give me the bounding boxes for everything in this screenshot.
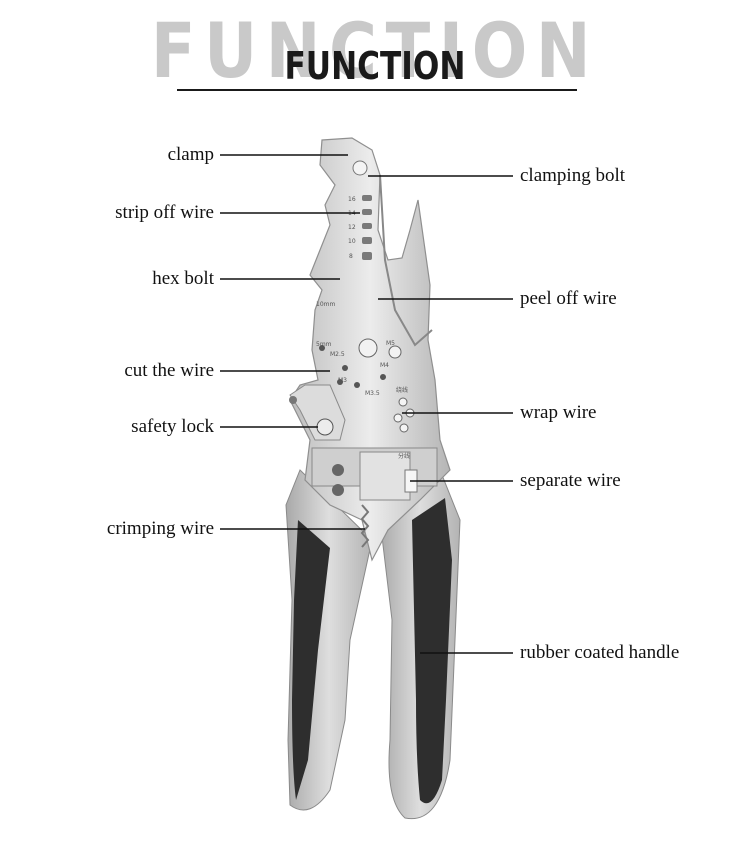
label-clamping-bolt: clamping bolt xyxy=(520,165,626,186)
wrap-holes xyxy=(393,397,415,433)
label-safety-lock: safety lock xyxy=(131,416,214,437)
title-underline xyxy=(177,89,577,91)
label-crimping-wire: crimping wire xyxy=(106,518,214,539)
label-rubber-coated-handle: rubber coated handle xyxy=(520,642,680,663)
marking-wrap: 绕线 xyxy=(396,386,408,394)
left-handle-rubber xyxy=(292,520,330,800)
crimp-teeth xyxy=(360,504,370,548)
label-cut-the-wire: cut the wire xyxy=(124,360,214,381)
label-hex-bolt: hex bolt xyxy=(152,268,214,289)
label-peel-off-wire: peel off wire xyxy=(520,288,617,309)
marking-m3-5: M3.5 xyxy=(365,390,380,397)
marking-12: 12 xyxy=(348,224,356,231)
label-wrap-wire: wrap wire xyxy=(520,402,597,423)
label-clamp: clamp xyxy=(167,144,214,165)
marking-5mm: 5mm xyxy=(316,341,332,348)
jaw-blade xyxy=(379,174,433,347)
marking-separate: 分线 xyxy=(398,452,410,460)
right-handle-rubber xyxy=(412,498,452,804)
strip-notches xyxy=(362,195,372,260)
marking-m2-5: M2.5 xyxy=(330,351,345,358)
title-block: FUNCTION FUNCTION xyxy=(0,0,750,100)
marking-10: 10 xyxy=(348,238,356,245)
marking-16: 16 xyxy=(348,196,356,203)
marking-m5: M5 xyxy=(386,340,395,347)
label-strip-off-wire: strip off wire xyxy=(115,202,214,223)
page-title: FUNCTION xyxy=(284,44,466,88)
title-background-text: FUNCTION xyxy=(150,6,600,95)
clamping-bolt xyxy=(352,160,368,176)
marking-m3: M3 xyxy=(338,377,347,384)
safety-lock-knob xyxy=(316,418,334,436)
marking-10mm: 10mm xyxy=(316,301,335,308)
leader-lines xyxy=(220,154,513,654)
marking-m4: M4 xyxy=(380,362,389,369)
bolt-holes xyxy=(319,338,402,388)
marking-8: 8 xyxy=(349,253,353,260)
label-separate-wire: separate wire xyxy=(520,470,621,491)
